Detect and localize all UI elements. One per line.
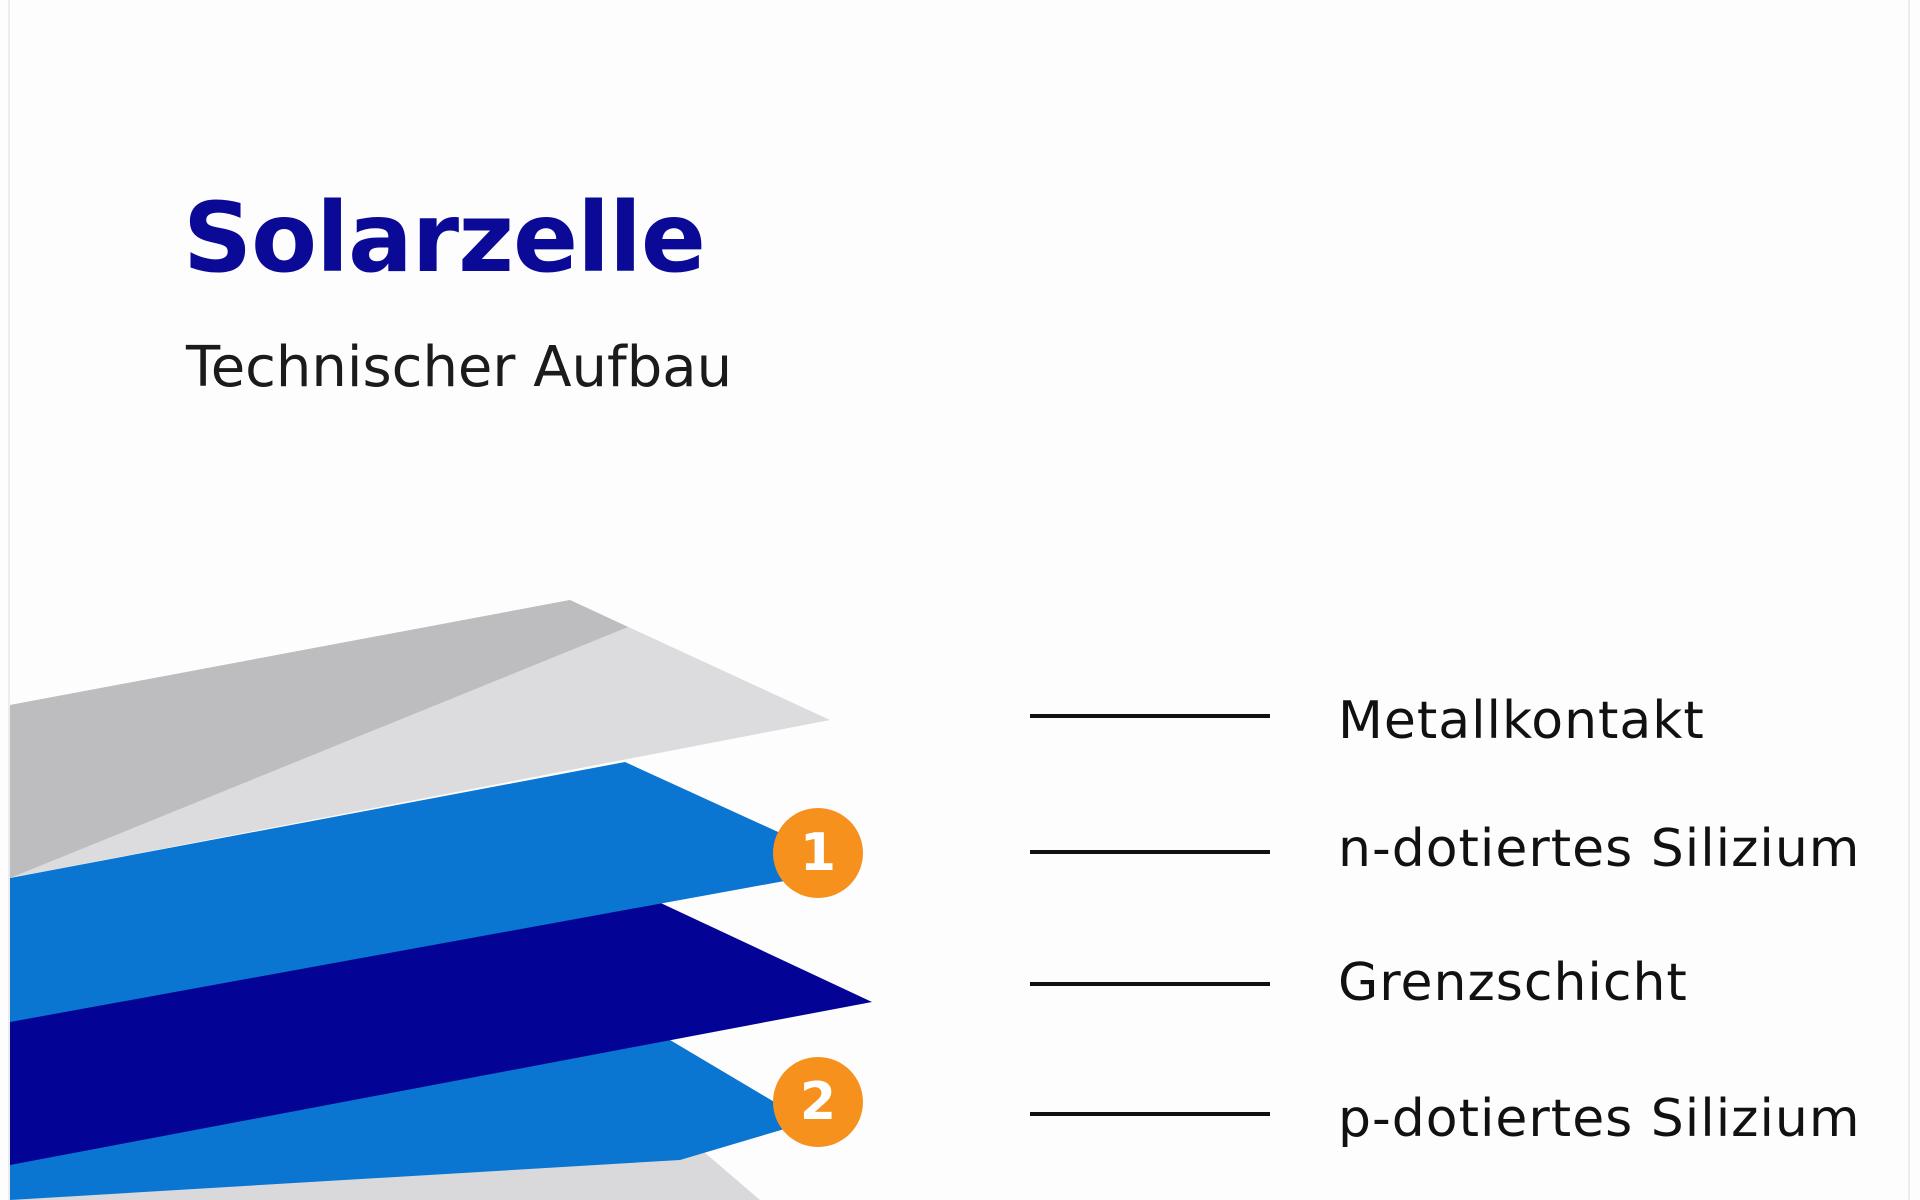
layer-metal-top-shade xyxy=(10,600,628,878)
label-p-doped-silicon: p-dotiertes Silizium xyxy=(1338,1089,1861,1149)
frame-border-left xyxy=(8,0,10,1200)
frame-border-right xyxy=(1908,0,1910,1200)
layer-n-doped-silicon xyxy=(10,762,800,1022)
label-metal-contact: Metallkontakt xyxy=(1338,691,1705,751)
leader-line-metal-contact xyxy=(1030,714,1270,718)
diagram-title: Solarzelle xyxy=(183,182,706,294)
label-boundary-layer: Grenzschicht xyxy=(1338,953,1688,1013)
label-n-doped-silicon: n-dotiertes Silizium xyxy=(1338,819,1861,879)
leader-line-n-doped xyxy=(1030,850,1270,854)
diagram-subtitle: Technischer Aufbau xyxy=(186,335,733,400)
leader-line-boundary xyxy=(1030,982,1270,986)
leader-line-p-doped xyxy=(1030,1112,1270,1116)
badge-1: 1 xyxy=(773,808,863,898)
badge-2: 2 xyxy=(773,1057,863,1147)
layer-boundary xyxy=(10,898,872,1165)
